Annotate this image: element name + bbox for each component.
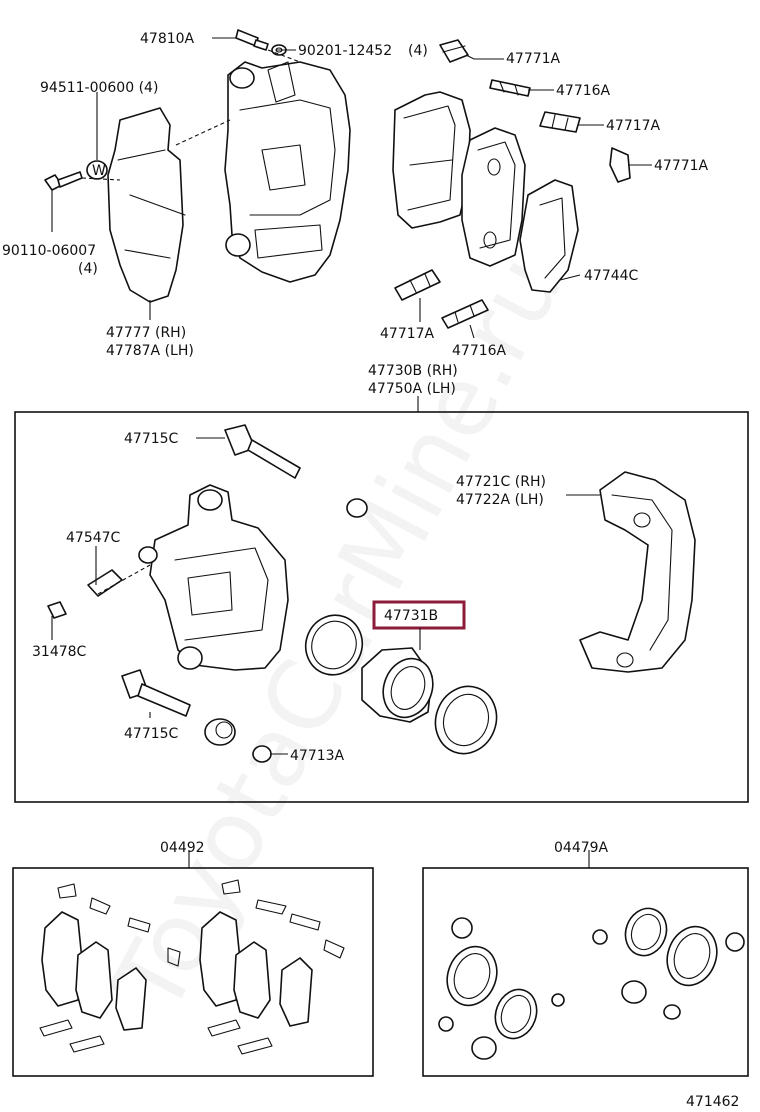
label-47771A-mid: 47771A [654,158,709,174]
clip-47716A-bot [441,299,489,329]
label-04492: 04492 [160,840,205,856]
label-47717A-bot: 47717A [380,326,435,342]
slide-pin-47715C-bottom [121,669,191,717]
label-90110: 90110-06007 [2,243,96,259]
washer-94511: W [86,160,108,180]
label-47716A-top: 47716A [556,83,611,99]
bolt-47810A [235,29,269,51]
pad-kit-box-04492 [12,867,374,1077]
label-47721C: 47721C (RH) [456,474,546,490]
seal-kit-contents [438,907,745,1060]
label-47777: 47777 (RH) [106,325,186,341]
bolt-90110 [44,171,83,191]
label-47744C: 47744C [584,268,639,284]
boot-47713A-a [204,718,236,746]
piston-seal [304,614,364,676]
highlight-box-47731B [372,600,466,630]
label-94511: 94511-00600 (4) [40,80,158,96]
label-47771A-top: 47771A [506,51,561,67]
label-31478C: 31478C [32,644,87,660]
label-47713A: 47713A [290,748,345,764]
label-47722A: 47722A (LH) [456,492,544,508]
caliper-body [138,484,289,671]
label-47717A-top: 47717A [606,118,661,134]
mounting-bracket-47721C [579,471,696,673]
label-47731B: 47731B [384,608,438,624]
label-47730B: 47730B (RH) [368,363,458,379]
label-47810A: 47810A [140,31,195,47]
label-47547C: 47547C [66,530,121,546]
clip-47717A-bot [394,269,441,301]
brake-pad-outer [461,127,526,267]
pad-kit-left-set [39,883,181,1053]
clip-47717A-top [539,111,581,133]
leader-lines [51,37,652,868]
anti-squeal-shim-47777 [107,107,186,303]
slide-pin-47715C-top [224,424,301,479]
label-90201-qty: (4) [408,43,428,59]
label-47716A-bot: 47716A [452,343,507,359]
bleeder-plug-47547C [87,569,123,597]
caliper-assembly-box [14,411,749,803]
clip-47716A-top [489,79,531,97]
label-90110-qty: (4) [78,261,98,277]
clip-47771A-mid [609,147,631,183]
label-90201: 90201-12452 [298,43,392,59]
label-04479A: 04479A [554,840,609,856]
clip-47771A-top [439,39,469,63]
brake-pad-inner [392,91,471,229]
label-47715C-top: 47715C [124,431,179,447]
bushing-47713A [252,745,272,763]
dashed-assembly-lines [81,49,301,595]
callout-labels: 47810A 90201-12452 (4) 47771A 94511-0060… [2,31,739,1110]
pad-kit-right-set [199,879,345,1055]
seal-kit-box-04479A [422,867,749,1077]
washer-mark: W [92,163,106,179]
label-47750A: 47750A (LH) [368,381,456,397]
caliper-upper [224,61,351,283]
figure-number: 471462 [686,1094,739,1110]
cylinder-boot [434,685,498,755]
label-47715C-bot: 47715C [124,726,179,742]
piston-47731B [361,647,434,723]
boot-small [346,498,368,518]
cap-31478C [47,601,67,619]
shim-47744C [519,179,579,293]
label-47787A: 47787A (LH) [106,343,194,359]
